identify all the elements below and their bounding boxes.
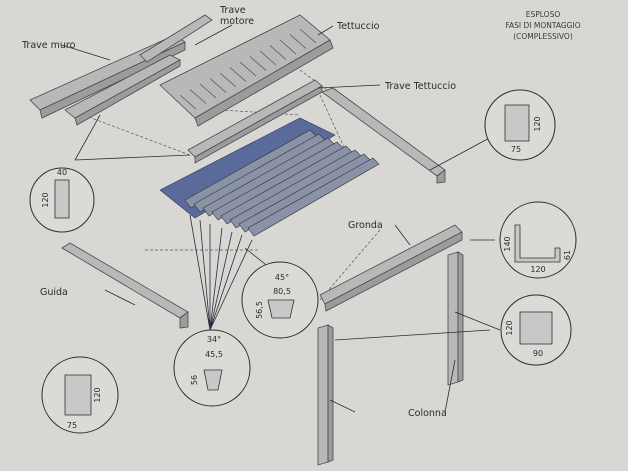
title-line-1: ESPLOSO <box>526 10 561 19</box>
dim-lama-grande-angle: 45° <box>275 273 289 282</box>
tettuccio-slat <box>199 83 217 99</box>
dim-trave-muro-width: 40 <box>57 168 67 177</box>
dim-colonna-height: 120 <box>505 320 514 335</box>
label-guida: Guida <box>40 287 68 298</box>
detail-colonna: 120 90 <box>500 294 572 366</box>
detail-lama-grande: 45° 80,5 56,5 <box>241 261 319 339</box>
label-gronda: Gronda <box>348 220 383 231</box>
tettuccio-slat <box>209 78 227 93</box>
trave-motore-part <box>139 14 213 63</box>
dim-lama-grande-width: 80,5 <box>273 287 291 296</box>
tettuccio-slat <box>269 45 287 60</box>
dim-gronda-width: 120 <box>530 265 545 274</box>
title-line-2: FASI DI MONTAGGIO <box>505 21 580 30</box>
tettuccio-slat <box>289 34 307 49</box>
tettuccio-slat <box>229 67 247 82</box>
label-colonna: Colonna <box>408 408 447 419</box>
detail-trave-tettuccio: 120 75 <box>484 89 556 161</box>
dim-lama-piccola-angle: 34° <box>207 335 221 344</box>
label-trave-motore-2: motore <box>220 16 254 27</box>
guida-part <box>61 242 189 329</box>
gronda-part <box>319 224 463 312</box>
tettuccio-slat <box>179 94 197 110</box>
tettuccio-part <box>159 14 334 127</box>
detail-gronda: 140 120 61 <box>499 201 577 279</box>
louver-blade <box>247 157 380 237</box>
tettuccio-slat <box>279 39 297 55</box>
dim-guida-height: 120 <box>93 387 102 402</box>
louver-blades <box>159 117 380 237</box>
trave-tettuccio-part <box>187 79 323 164</box>
colonna-parts <box>317 251 464 466</box>
tettuccio-slat <box>219 72 237 88</box>
dim-gronda-height: 140 <box>503 236 512 251</box>
label-tettuccio: Tettuccio <box>336 21 380 32</box>
tettuccio-slat <box>239 61 257 77</box>
detail-guida: 120 75 <box>41 356 119 434</box>
tettuccio-slat <box>259 50 277 66</box>
dim-guida-width: 75 <box>67 421 77 430</box>
assembly-guide-lines <box>69 69 381 301</box>
dim-colonna-width: 90 <box>533 349 543 358</box>
dim-trave-tettuccio-width: 75 <box>511 145 521 154</box>
label-trave-muro: Trave muro <box>21 40 76 51</box>
label-trave-tettuccio: Trave Tettuccio <box>384 81 456 92</box>
dim-gronda-lip: 61 <box>563 250 572 260</box>
tettuccio-slat <box>249 56 267 71</box>
dim-lama-piccola-width: 45,5 <box>205 350 223 359</box>
title-line-3: (COMPLESSIVO) <box>513 32 573 41</box>
detail-trave-muro: 40 120 <box>29 167 95 233</box>
trave-laterale-part <box>321 87 446 184</box>
diagram-title: ESPLOSO FASI DI MONTAGGIO (COMPLESSIVO) <box>505 10 580 41</box>
label-trave-motore-1: Trave <box>219 5 246 16</box>
dim-lama-grande-height: 56,5 <box>255 301 264 319</box>
dim-trave-muro-height: 120 <box>41 192 50 207</box>
detail-lama-piccola: 34° 45,5 56 <box>173 329 251 407</box>
leader-lines <box>61 24 541 413</box>
tettuccio-slat <box>299 28 317 44</box>
dim-lama-piccola-height: 56 <box>190 375 199 385</box>
dim-trave-tettuccio-height: 120 <box>533 116 542 131</box>
tettuccio-slat <box>189 89 207 104</box>
